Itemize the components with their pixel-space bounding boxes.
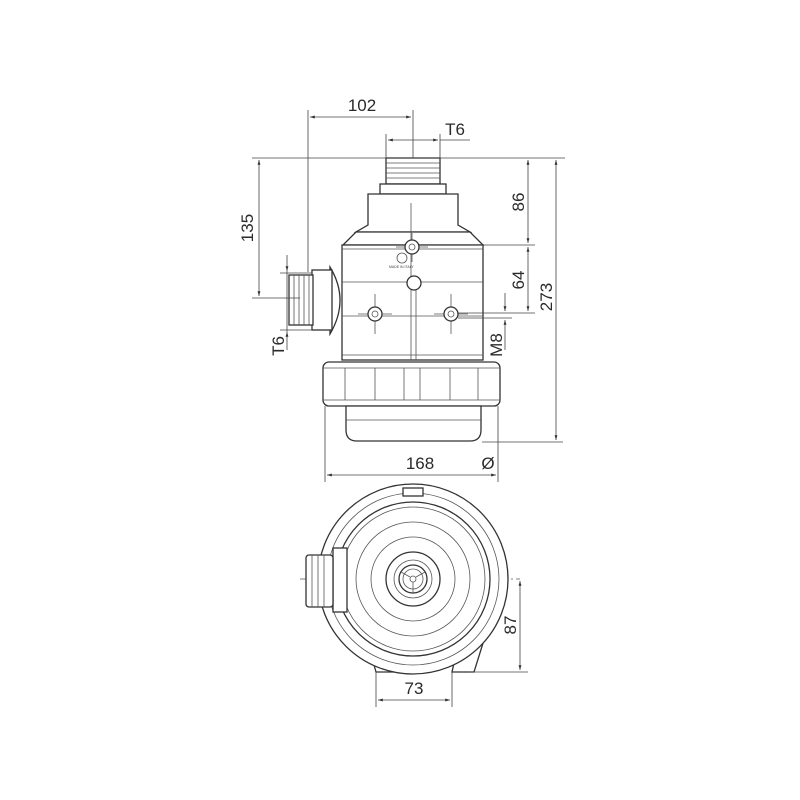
dim-top-thread-label: T6 [445,120,465,139]
bottom-view [300,483,520,675]
side-inlet-fitting [288,264,341,337]
mount-boss-left [358,294,392,334]
dim-168-label: 168 [406,454,434,473]
rim-tab [402,487,424,497]
filter-head [353,193,473,233]
dim-64-label: 64 [509,271,528,290]
mount-boss-top [396,233,428,262]
bottom-view-dimensions: 87 73 [375,581,528,707]
dim-86-label: 86 [509,193,528,212]
mount-boss-right [434,294,468,334]
made-in-italy-marking: MADE IN ITALY [389,265,414,269]
diameter-symbol: Ø [481,454,494,473]
filter-bowl [345,405,482,442]
bottom-inlet-fitting [305,547,348,613]
dim-m8-label: M8 [487,333,506,357]
dim-102-label: 102 [348,96,376,115]
side-view-dimensions: 102 T6 135 T6 86 64 M8 273 168 Ø [238,96,565,482]
dim-87-label: 87 [501,616,520,635]
dim-273-label: 273 [537,283,556,311]
top-outlet-fitting [379,157,447,195]
side-view: MADE IN ITALY [288,157,501,442]
center-boss [406,275,422,291]
dim-side-thread-label: T6 [269,336,288,356]
dim-135-label: 135 [238,214,257,242]
bowl-ring-nut [322,361,501,407]
dim-73-label: 73 [405,679,424,698]
filter-body [341,244,484,361]
